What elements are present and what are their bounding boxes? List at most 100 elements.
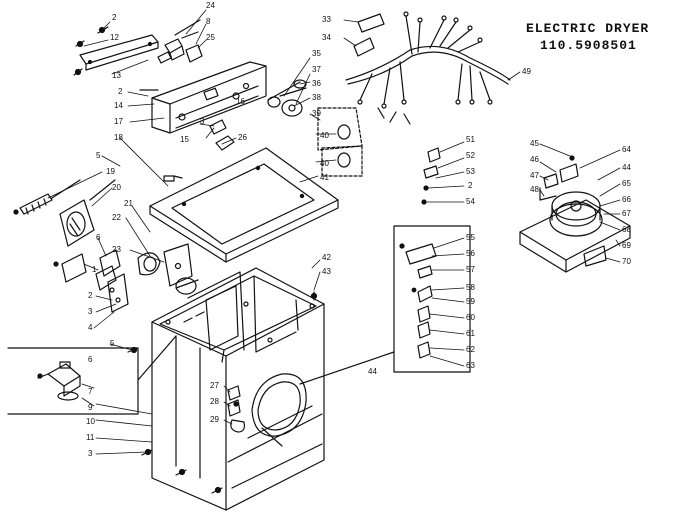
screw xyxy=(211,486,223,494)
callout-label: 5 xyxy=(110,339,115,348)
callout-label: 40 xyxy=(320,159,329,168)
callout-label: 2 xyxy=(112,13,117,22)
knob-part xyxy=(317,107,363,177)
callout-label: 17 xyxy=(114,117,123,126)
callout-label: 41 xyxy=(320,173,329,182)
hinge-strip xyxy=(13,179,81,215)
callout-label: 57 xyxy=(466,265,475,274)
callout-label: 35 xyxy=(312,49,321,58)
callout-label: 8 xyxy=(206,17,211,26)
screw xyxy=(97,26,109,34)
timer-switch-assembly xyxy=(267,79,307,117)
screw xyxy=(310,291,318,301)
callout-label: 49 xyxy=(522,67,531,76)
top-panel xyxy=(149,147,339,263)
callout-label: 19 xyxy=(106,167,115,176)
callout-label: 48 xyxy=(530,185,539,194)
knob-part xyxy=(209,119,227,135)
callout-label: 40 xyxy=(320,131,329,140)
callout-label: 34 xyxy=(322,33,331,42)
callout-label: 3 xyxy=(88,449,93,458)
callout-label: 42 xyxy=(322,253,331,262)
callout-label: 51 xyxy=(466,135,475,144)
callout-label: 7 xyxy=(88,387,93,396)
control-console-housing xyxy=(139,61,267,134)
callout-label: 29 xyxy=(210,415,219,424)
callout-label: 39 xyxy=(312,109,321,118)
callout-label: 54 xyxy=(466,197,475,206)
callout-label: 43 xyxy=(322,267,331,276)
callout-label: 22 xyxy=(112,213,121,222)
screw xyxy=(73,68,83,76)
knob-part xyxy=(215,135,235,151)
screw xyxy=(175,468,187,476)
callout-label: 65 xyxy=(622,179,631,188)
callout-label: 58 xyxy=(466,283,475,292)
callout-label: 2 xyxy=(88,291,93,300)
diagram-title: ELECTRIC DRYER xyxy=(526,21,650,36)
leader-lines xyxy=(47,9,621,455)
callout-label: 16 xyxy=(236,97,245,106)
callout-label: 25 xyxy=(206,33,215,42)
callout-label: 20 xyxy=(112,183,121,192)
callout-label: 37 xyxy=(312,65,321,74)
callout-label: 44 xyxy=(368,367,377,376)
callout-label: 45 xyxy=(530,139,539,148)
inset-detail-box xyxy=(7,335,177,415)
callout-label: 67 xyxy=(622,209,631,218)
backsplash-cover-panel xyxy=(79,34,159,71)
callout-label: 60 xyxy=(466,313,475,322)
callout-label: 46 xyxy=(530,155,539,164)
callout-label: 21 xyxy=(124,199,133,208)
callout-label: 12 xyxy=(110,33,119,42)
callout-label: 28 xyxy=(210,397,219,406)
thermostat-inset-box xyxy=(299,225,471,385)
callout-label: 2 xyxy=(468,181,473,190)
callout-label: 56 xyxy=(466,249,475,258)
callout-label: 27 xyxy=(210,381,219,390)
callout-label: 59 xyxy=(466,297,475,306)
callout-label: 26 xyxy=(238,133,247,142)
model-number: 110.5908501 xyxy=(540,38,637,53)
callout-label: 68 xyxy=(622,225,631,234)
callout-label: 14 xyxy=(114,101,123,110)
callout-label: 13 xyxy=(112,71,121,80)
drum-bearing-assembly xyxy=(519,155,631,273)
callout-label: 6 xyxy=(88,355,93,364)
callout-label: 15 xyxy=(180,135,189,144)
bracket-part xyxy=(157,19,203,64)
callout-label: 62 xyxy=(466,345,475,354)
callout-label: 1 xyxy=(92,265,97,274)
callout-label: 36 xyxy=(312,79,321,88)
callout-label: 11 xyxy=(86,433,95,442)
cabinet xyxy=(151,267,325,511)
callout-label: 2 xyxy=(118,87,123,96)
callout-label: 9 xyxy=(88,403,93,412)
door-switch-assembly xyxy=(227,385,283,447)
callout-label: 70 xyxy=(622,257,631,266)
callout-label: 64 xyxy=(622,145,631,154)
callout-label: 52 xyxy=(466,151,475,160)
callout-label: 38 xyxy=(312,93,321,102)
callout-label: 18 xyxy=(114,133,123,142)
callout-label: 47 xyxy=(530,171,539,180)
screw xyxy=(75,40,85,48)
callout-label: 53 xyxy=(466,167,475,176)
callout-label: 3 xyxy=(200,117,205,126)
callout-label: 55 xyxy=(466,233,475,242)
callout-label: 24 xyxy=(206,1,215,10)
terminal-part xyxy=(353,13,385,57)
blower-housing xyxy=(137,243,193,287)
blower-wheel xyxy=(175,277,199,295)
callout-label: 66 xyxy=(622,195,631,204)
callout-label: 3 xyxy=(88,307,93,316)
bracket-part xyxy=(53,249,129,313)
callout-label: 4 xyxy=(88,323,93,332)
callout-label: 63 xyxy=(466,361,475,370)
callout-label: 33 xyxy=(322,15,331,24)
callout-label: 10 xyxy=(86,417,95,426)
clip-part xyxy=(421,147,441,205)
callout-labels: 2 12 24 8 25 13 2 14 17 15 3 16 26 18 5 … xyxy=(86,1,631,458)
